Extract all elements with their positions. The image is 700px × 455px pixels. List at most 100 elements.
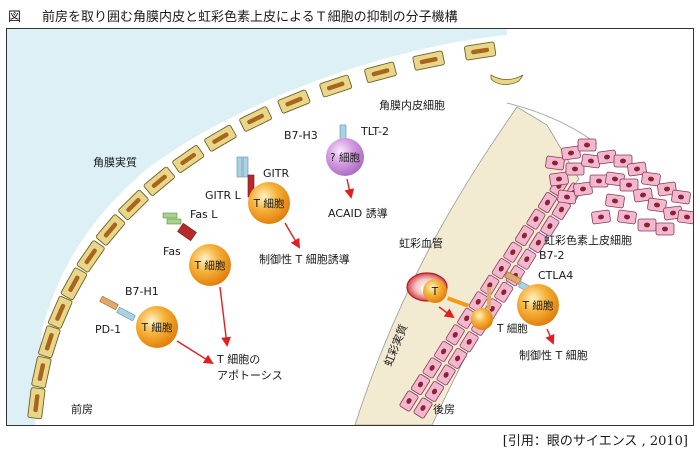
endothelial-nucleus [212,132,229,144]
pigment-cell-nucleus [620,158,626,164]
pigment-cell-nucleus [624,214,630,220]
endothelial-cell [118,189,149,221]
pigment-cell-nucleus [406,398,412,404]
t-cell-ctla4-label: T 細胞 [522,299,554,312]
pigment-cell-nucleus [475,298,481,305]
pigment-epithelial-cell [468,291,488,313]
pigment-epithelial-cell [627,161,647,177]
label-iris-vessel: 虹彩血管 [399,236,443,250]
label-posterior-chamber: 後房 [433,402,455,416]
pigment-cell-nucleus [664,186,670,192]
pigment-cell-nucleus [441,348,447,355]
pigment-cell-nucleus [648,176,654,182]
pigment-epithelial-cell [557,189,577,205]
pigment-epithelial-cell [617,209,637,225]
pigment-epithelial-cell [677,209,693,225]
pigment-cell-nucleus [588,158,594,164]
pigment-epithelial-cell [613,154,633,168]
pigment-epithelial-cell [565,162,585,176]
endothelial-cell [239,106,272,132]
endothelial-cell [364,61,397,83]
pigment-cell-nucleus [501,289,507,296]
iris-tip [490,74,524,85]
pigment-epithelial-cell [526,208,546,230]
t-cell-vessel-label: T [431,286,439,298]
arrow-to-acaid [344,178,355,199]
endothelial-nucleus [151,174,167,188]
label-iris-pigment-epithelium: 虹彩色素上皮細胞 [544,233,632,247]
t-cell-vessel: T [423,279,447,303]
pigment-cell-nucleus [521,232,527,239]
pigment-epithelial-cell [410,374,431,395]
label-fasl: Fas L [190,208,218,221]
b7h1-pd1-pair [99,295,136,322]
pigment-cell-nucleus [640,192,646,198]
pigment-cell-nucleus [684,214,690,220]
t-cell-ctla4: T 細胞 [517,284,559,326]
pigment-cell-nucleus [544,199,551,206]
endothelial-cell [47,295,73,329]
pigment-epithelial-cell [399,390,419,412]
endothelial-cell [412,50,445,71]
iris-stroma-band [354,106,580,425]
pigment-cell-nucleus [443,372,449,378]
pigment-cell-nucleus [417,381,424,388]
pigment-cell-nucleus [420,405,426,411]
pigment-cell-nucleus [431,388,438,395]
label-fas: Fas [163,245,181,258]
endothelial-nucleus [84,248,97,265]
pigment-epithelial-cell [424,381,445,402]
endothelial-nucleus [180,152,197,166]
pigment-epithelial-cell [436,364,456,386]
pigment-cell-nucleus [644,222,650,228]
endothelial-cell [27,387,46,420]
pigment-cell-nucleus [558,206,565,213]
endothelial-nucleus [126,197,141,213]
vessel-tcell-contacts [446,287,491,309]
label-anterior-chamber: 前房 [71,402,93,416]
pigment-cell-nucleus [535,239,541,246]
endothelial-cell [172,145,205,173]
pigment-epithelial-cell [647,197,667,213]
endothelial-cell [143,166,175,196]
label-apoptosis-line1: T 細胞の [216,353,260,366]
endothelial-cell [204,124,237,152]
arrow-to-treg-induction [284,222,300,249]
label-tlt2: TLT-2 [360,125,389,138]
pigment-epithelial-cell [517,248,537,270]
label-corneal-stroma: 角膜実質 [93,155,137,169]
corneal-stroma-area [7,29,507,425]
pigment-cell-nucleus [626,182,632,188]
pigment-cell-nucleus [429,365,435,371]
unknown-cell: ? 細胞 [326,138,364,176]
endothelial-nucleus [419,56,438,65]
endothelial-nucleus [37,363,46,381]
pigment-epithelial-cell [637,218,657,232]
figure-label: 図 [8,10,22,25]
label-b72: B7-2 [539,249,565,262]
pigment-cell-nucleus [604,154,610,160]
pigment-cell-nucleus [452,331,458,338]
pigment-cell-nucleus [464,315,470,322]
pigment-epithelial-cell [434,340,454,362]
t-cell-gitr: T 細胞 [248,182,290,224]
label-ctla4: CTLA4 [538,269,573,282]
endothelial-cell [277,89,311,114]
pigment-epithelial-cell [445,324,465,346]
endothelial-cell [60,267,88,301]
pigment-cell-nucleus [580,186,586,192]
endothelial-nucleus [33,394,40,413]
label-treg: 制御性 T 細胞 [519,348,588,362]
endothelial-nucleus [55,303,66,321]
t-cell-pd1: T 細胞 [136,306,178,348]
arrow-vessel-to-stroma [438,306,455,319]
label-b7h3: B7-H3 [284,129,318,142]
pigment-cell-nucleus [596,178,602,184]
endothelial-nucleus [371,68,390,77]
label-b7h1: B7-H1 [125,285,159,298]
pigment-epithelial-cell [641,171,661,187]
pigment-epithelial-cell [573,181,593,197]
pigment-cell-nucleus [455,355,461,362]
pigment-cell-nucleus [466,338,472,345]
label-apoptosis-line2: アポトーシス [217,369,283,382]
